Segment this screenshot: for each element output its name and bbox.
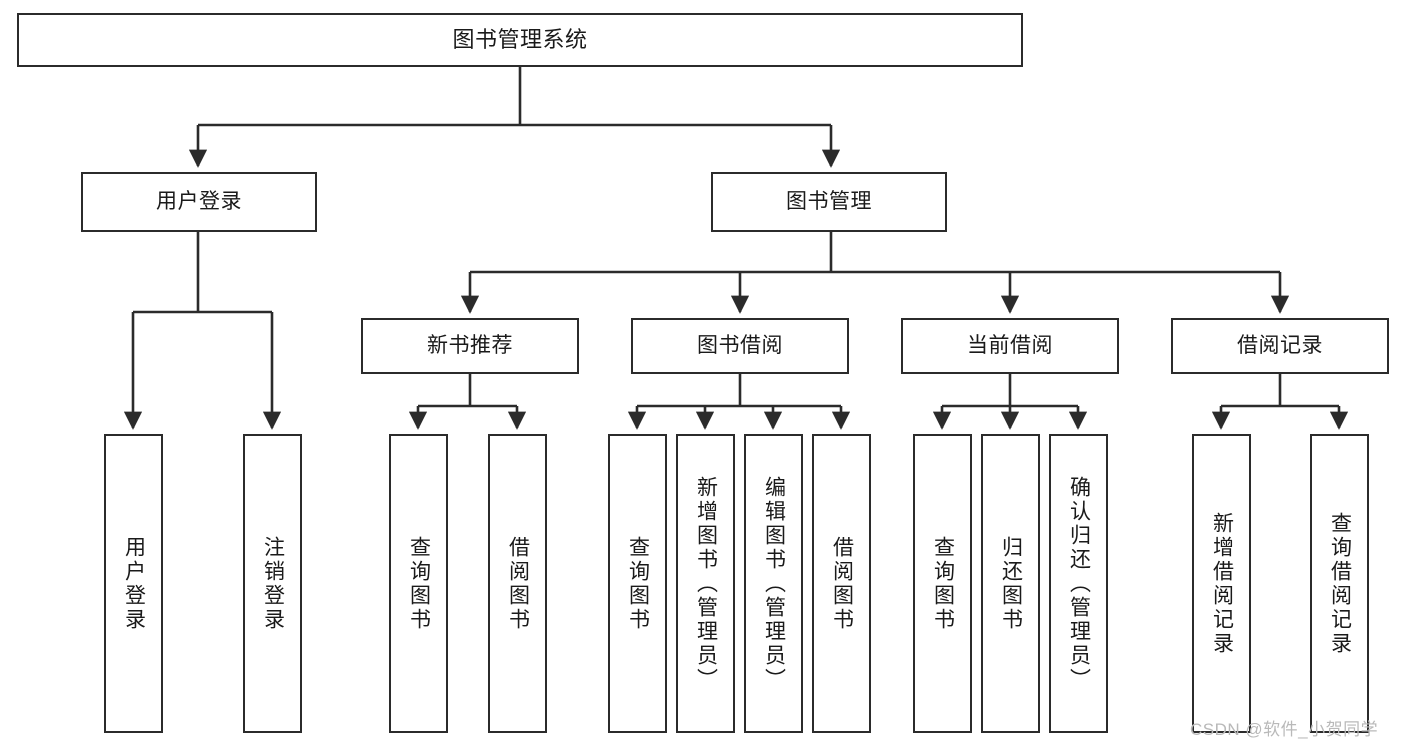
- leaf-user-login-label: 用户登录: [122, 535, 146, 632]
- node-book-borrow-label: 图书借阅: [697, 333, 783, 357]
- leaf-user-login[interactable]: 用户登录: [104, 434, 163, 733]
- leaf-record-query-record-label: 查询借阅记录: [1328, 511, 1352, 656]
- leaf-current-return-book[interactable]: 归还图书: [981, 434, 1040, 733]
- node-root[interactable]: 图书管理系统: [17, 13, 1023, 67]
- leaf-borrow-edit-book[interactable]: 编辑图书（管理员）: [744, 434, 803, 733]
- node-current-borrow[interactable]: 当前借阅: [901, 318, 1119, 374]
- node-book-management-label: 图书管理: [786, 189, 872, 213]
- node-borrow-record[interactable]: 借阅记录: [1171, 318, 1389, 374]
- leaf-record-add-record[interactable]: 新增借阅记录: [1192, 434, 1251, 733]
- node-user-login[interactable]: 用户登录: [81, 172, 317, 232]
- node-new-book-recommend-label: 新书推荐: [427, 333, 513, 357]
- leaf-user-logout[interactable]: 注销登录: [243, 434, 302, 733]
- leaf-newbook-query-book-label: 查询图书: [407, 535, 431, 632]
- leaf-borrow-lend-book-label: 借阅图书: [830, 535, 854, 632]
- leaf-record-add-record-label: 新增借阅记录: [1210, 511, 1234, 656]
- leaf-borrow-add-book-label: 新增图书（管理员）: [694, 475, 718, 692]
- leaf-current-query-book[interactable]: 查询图书: [913, 434, 972, 733]
- leaf-newbook-borrow-book-label: 借阅图书: [506, 535, 530, 632]
- node-current-borrow-label: 当前借阅: [967, 333, 1053, 357]
- leaf-borrow-add-book[interactable]: 新增图书（管理员）: [676, 434, 735, 733]
- leaf-current-confirm-return[interactable]: 确认归还（管理员）: [1049, 434, 1108, 733]
- leaf-current-confirm-return-label: 确认归还（管理员）: [1067, 475, 1091, 692]
- node-root-label: 图书管理系统: [452, 27, 588, 53]
- leaf-newbook-query-book[interactable]: 查询图书: [389, 434, 448, 733]
- leaf-newbook-borrow-book[interactable]: 借阅图书: [488, 434, 547, 733]
- leaf-borrow-query-book-label: 查询图书: [626, 535, 650, 632]
- node-book-borrow[interactable]: 图书借阅: [631, 318, 849, 374]
- leaf-borrow-edit-book-label: 编辑图书（管理员）: [762, 475, 786, 692]
- leaf-current-return-book-label: 归还图书: [999, 535, 1023, 632]
- watermark-text: CSDN @软件_小贺同学: [1190, 720, 1379, 739]
- leaf-record-query-record[interactable]: 查询借阅记录: [1310, 434, 1369, 733]
- node-book-management[interactable]: 图书管理: [711, 172, 947, 232]
- leaf-user-logout-label: 注销登录: [261, 535, 285, 632]
- leaf-borrow-query-book[interactable]: 查询图书: [608, 434, 667, 733]
- node-new-book-recommend[interactable]: 新书推荐: [361, 318, 579, 374]
- leaf-current-query-book-label: 查询图书: [931, 535, 955, 632]
- leaf-borrow-lend-book[interactable]: 借阅图书: [812, 434, 871, 733]
- node-user-login-label: 用户登录: [156, 189, 242, 213]
- node-borrow-record-label: 借阅记录: [1237, 333, 1323, 357]
